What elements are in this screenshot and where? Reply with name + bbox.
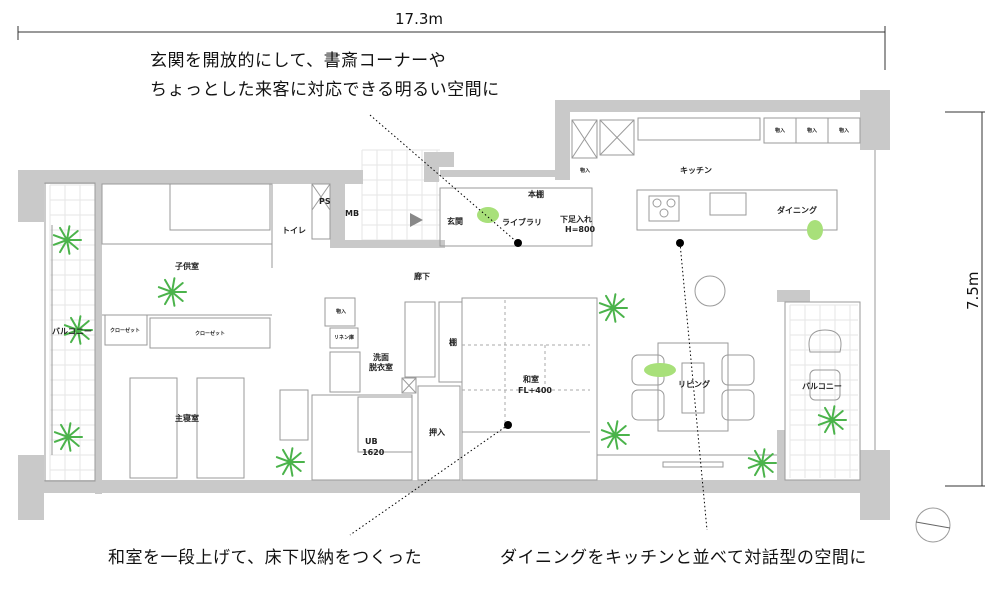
plant-icon <box>817 405 847 435</box>
label-bookshelf: 本棚 <box>527 189 544 199</box>
depth-label: 7.5m <box>964 272 982 310</box>
label-closet-1: クローゼット <box>110 327 140 334</box>
label-shoe-storage: 下足入れ <box>560 215 592 224</box>
callout-dot-washitsu <box>504 421 512 429</box>
plant-icon <box>157 277 187 307</box>
label-kitchen: キッチン <box>680 166 712 175</box>
label-ps: PS <box>319 197 331 206</box>
label-ub: UB <box>365 437 378 446</box>
label-storage: 物入 <box>336 308 346 315</box>
callout-dot-entrance <box>514 239 522 247</box>
label-storage-k2: 物入 <box>807 127 817 134</box>
walls <box>18 90 890 520</box>
label-mb: MB <box>345 209 359 218</box>
label-hallway: 廊下 <box>414 271 430 281</box>
label-linen: リネン庫 <box>334 334 354 341</box>
label-washroom: 洗面 <box>373 352 389 362</box>
label-toilet: トイレ <box>282 226 306 235</box>
label-washitsu-level: FL+400 <box>518 386 552 395</box>
person-figure <box>644 363 676 377</box>
label-dressing-room: 脱衣室 <box>369 362 393 372</box>
label-balcony-right: バルコニー <box>802 382 842 391</box>
label-child-room: 子供室 <box>175 261 199 271</box>
label-storage-k1: 物入 <box>775 127 785 134</box>
label-master-bedroom: 主寝室 <box>175 413 199 423</box>
person-figure <box>807 220 823 240</box>
width-dimension: 17.3m <box>17 10 886 70</box>
plant-icon <box>275 447 305 477</box>
callout-dot-dining <box>676 239 684 247</box>
label-oshiire: 押入 <box>429 427 445 437</box>
label-library: ライブラリ <box>502 217 542 227</box>
callouts <box>349 114 708 536</box>
plant-icon <box>747 448 777 478</box>
interior-partitions <box>44 117 951 543</box>
label-washitsu: 和室 <box>523 374 539 384</box>
plant-icon <box>598 293 628 323</box>
plant-icon <box>52 225 82 255</box>
caption-washitsu: 和室を一段上げて、床下収納をつくった <box>108 548 423 568</box>
label-balcony-left: バルコニー <box>52 327 92 336</box>
person-figures <box>477 207 823 377</box>
plants <box>52 225 847 478</box>
person-figure <box>477 207 499 223</box>
label-ub-size: 1620 <box>362 448 385 457</box>
plant-icon <box>63 315 93 345</box>
caption-entrance-line1: 玄関を開放的にして、書斎コーナーや <box>150 51 447 71</box>
label-storage-kitchen: 物入 <box>580 167 590 174</box>
label-entrance: 玄関 <box>447 216 463 226</box>
depth-dimension: 7.5m <box>945 111 985 487</box>
plant-icon <box>600 420 630 450</box>
label-living: リビング <box>678 379 710 389</box>
label-storage-k3: 物入 <box>839 127 849 134</box>
plant-icon <box>53 422 83 452</box>
label-shoe-storage-height: H=800 <box>565 225 596 234</box>
label-dining: ダイニング <box>777 205 817 215</box>
label-shelf: 棚 <box>449 337 457 347</box>
caption-entrance-line2: ちょっとした来客に対応できる明るい空間に <box>150 80 500 100</box>
label-closet-2: クローゼット <box>195 330 225 337</box>
width-label: 17.3m <box>395 10 443 28</box>
room-labels: 玄関 ライブラリ 本棚 下足入れ H=800 子供室 トイレ PS MB 廊下 … <box>52 127 849 457</box>
entrance-arrow-icon <box>410 213 423 227</box>
caption-dining: ダイニングをキッチンと並べて対話型の空間に <box>500 548 867 568</box>
